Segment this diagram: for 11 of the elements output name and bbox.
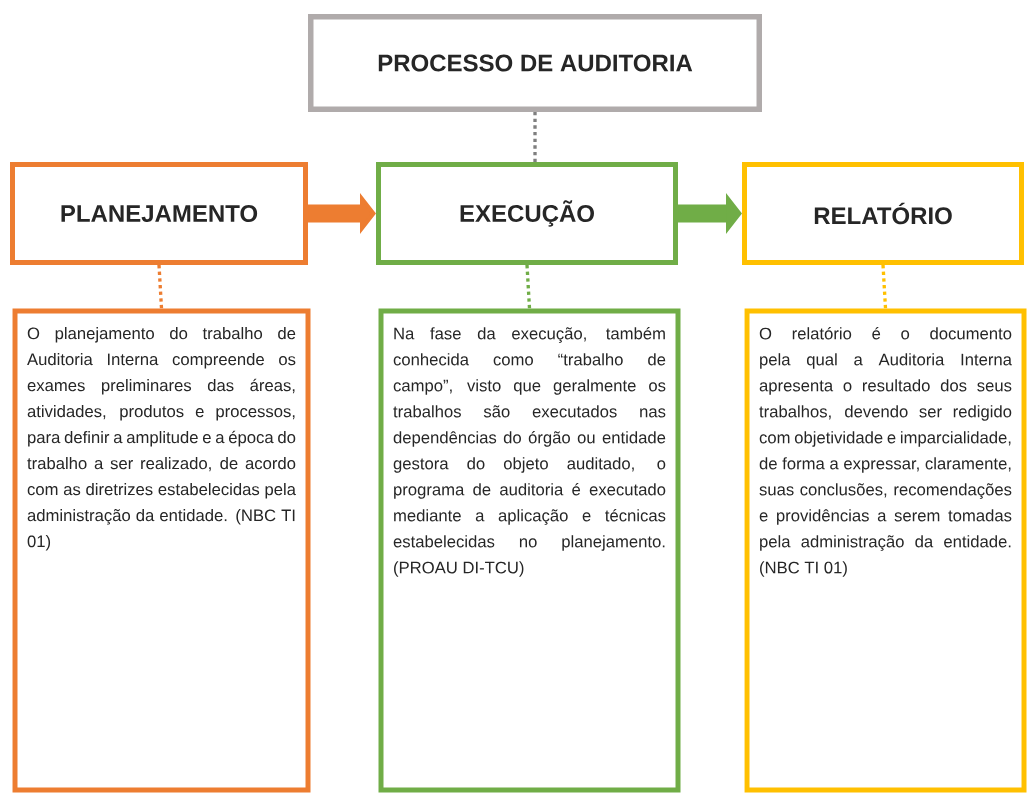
dotted-connector [525,264,532,309]
title-box: PROCESSO DE AUDITORIA [308,14,762,112]
text-box: O planejamento do trabalho de Auditoria Interna compreende os exames preliminares das áreas, atividades, produtos e processos, para definir a amplitude e a época do trabalho a ser realizado, de acordo com as diretrizes estabelecidas pela administração da entidade. (NBC TI 01) [12,308,311,793]
dotted-connector [157,264,164,309]
phase-box: EXECUÇÃO [376,162,678,265]
dotted-connector [881,264,888,309]
dotted-connector [533,112,537,162]
phase-box: PLANEJAMENTO [10,162,308,265]
text-box: O relatório é o documento pela qual a Auditoria Interna apresenta o resultado dos seus trabalhos, devendo ser redigido com objetividade e imparcialidade, de forma a expressar, claramente, suas conclusões, recomendações e providências a serem tomadas pela administração da entidade. (NBC TI 01) [744,308,1027,793]
text-box: Na fase da execução, também conhecida como “trabalho de campo”, visto que geralmente os trabalhos são executados nas dependências do órgão ou entidade gestora do objeto auditado, o programa de auditoria é executado mediante a aplicação e técnicas estabelecidas no planejamento. (PROAU DI-TCU) [378,308,681,793]
phase-box: RELATÓRIO [742,162,1024,265]
